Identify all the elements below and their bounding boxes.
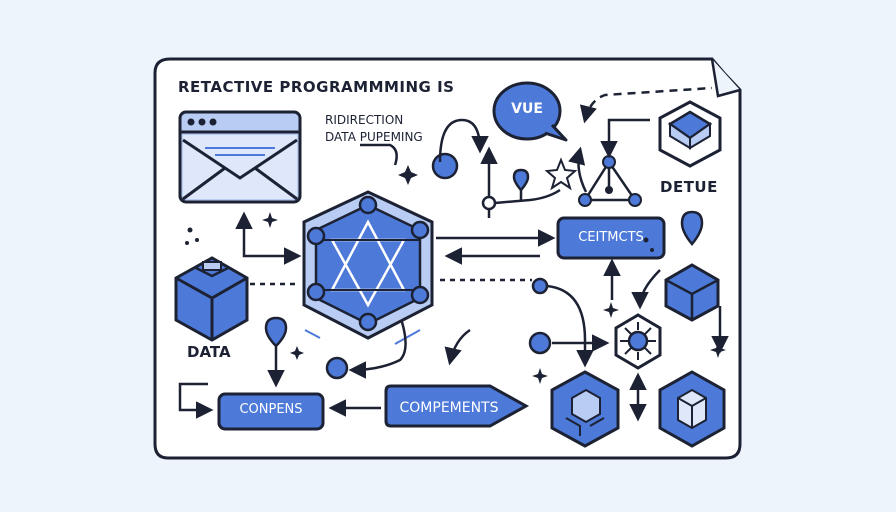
hexagon-network-icon: [302, 190, 434, 345]
star-outline-icon: [544, 157, 578, 191]
detue-cube-icon: [658, 100, 722, 168]
data-label: DATA: [187, 343, 231, 361]
subtitle-line-1: RIDIRECTION: [325, 113, 404, 127]
envelope-icon: [178, 110, 302, 204]
cube-icon-data: [174, 256, 249, 342]
map-pin-icon: [264, 168, 704, 348]
vue-bubble-label: VUE: [511, 101, 543, 117]
compements-arrow-pill: [384, 384, 530, 428]
small-cube-icon: [664, 263, 720, 322]
detue-label: DETUE: [660, 178, 718, 196]
diagram-title: RETACTIVE PROGRAMMMING IS: [178, 78, 455, 96]
speech-bubble-icon: [492, 81, 568, 142]
flow-arrows: [178, 86, 729, 422]
gear-icon: [614, 313, 662, 370]
subtitle-line-2: DATA PUPEMING: [325, 130, 423, 144]
conpens-pill: [217, 392, 325, 431]
box-hexagon-icon: [658, 370, 726, 448]
triangle-graph-icon: [578, 155, 642, 207]
cetimcts-pill-label: CEITMCTS: [578, 230, 644, 245]
conpens-pill-label: CONPENS: [239, 402, 303, 417]
compements-pill-label: COMPEMENTS: [399, 400, 499, 416]
cetimcts-pill: [556, 216, 666, 260]
data-orbs: [325, 152, 552, 380]
block-hexagon-icon: [550, 370, 620, 448]
